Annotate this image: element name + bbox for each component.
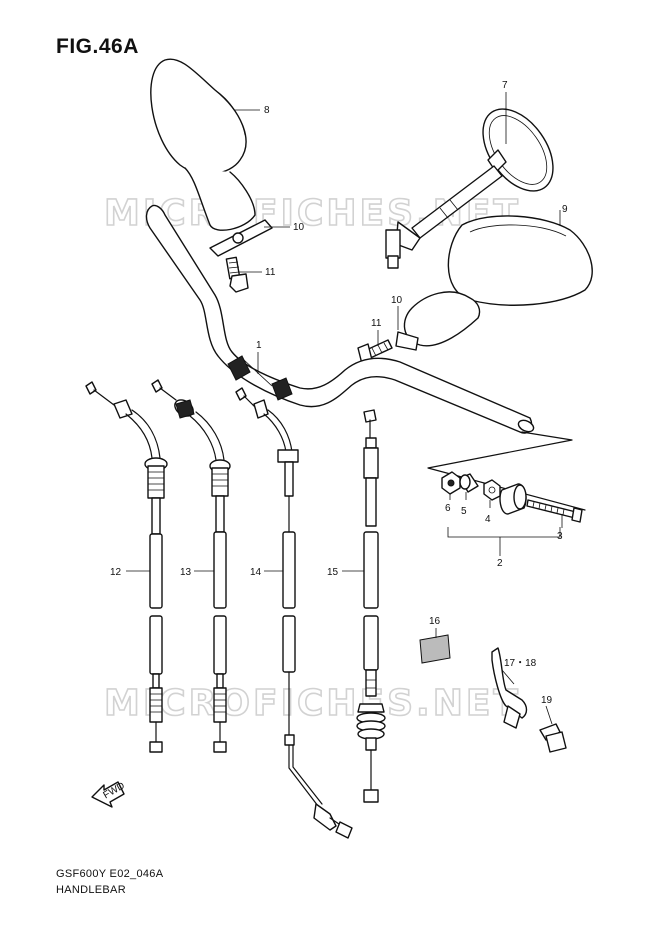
callout-14: 14 xyxy=(250,567,262,578)
part-17-18-clamp[interactable] xyxy=(491,647,528,729)
callout-9: 9 xyxy=(562,204,568,215)
callout-5: 5 xyxy=(461,506,467,517)
callout-11-left: 11 xyxy=(265,267,276,278)
part-19-bolt[interactable] xyxy=(539,723,567,753)
part-4-nut[interactable] xyxy=(483,479,501,501)
callout-12: 12 xyxy=(110,567,122,578)
callout-3: 3 xyxy=(557,531,563,542)
callout-16: 16 xyxy=(429,616,441,627)
part-11-left-bolt[interactable] xyxy=(225,256,249,293)
callout-8: 8 xyxy=(264,105,270,116)
figure-title: FIG.46A xyxy=(56,35,139,58)
part-7-right-mirror[interactable] xyxy=(385,96,567,269)
callout-10-right: 10 xyxy=(391,295,403,306)
part-5-spacer[interactable] xyxy=(459,473,479,493)
callout-17-18: 17・18 xyxy=(504,658,537,669)
callout-6: 6 xyxy=(445,503,451,514)
callout-1: 1 xyxy=(256,340,262,351)
part-14-cable[interactable] xyxy=(235,387,353,839)
part-6-nut[interactable] xyxy=(441,471,461,495)
watermark-bottom: MICROFICHES.NET xyxy=(104,683,521,724)
part-13-cable[interactable] xyxy=(151,379,231,753)
part-10-left-clamp[interactable] xyxy=(209,219,273,257)
callout-10-left: 10 xyxy=(293,222,305,233)
section-name: HANDLEBAR xyxy=(56,884,126,896)
callout-13: 13 xyxy=(180,567,192,578)
part-2-weight[interactable] xyxy=(499,483,527,515)
callout-19: 19 xyxy=(541,695,553,706)
callout-11-right: 11 xyxy=(371,318,382,329)
part-8-left-mirror[interactable] xyxy=(150,58,256,231)
model-code: GSF600Y E02_046A xyxy=(56,868,164,880)
callout-7: 7 xyxy=(502,80,508,91)
part-12-cable[interactable] xyxy=(85,381,168,753)
callout-2: 2 xyxy=(497,558,503,569)
leader-lines xyxy=(126,92,563,725)
part-2-bracket xyxy=(447,527,561,538)
part-9-right-mirror[interactable] xyxy=(395,215,593,351)
part-3-screw[interactable] xyxy=(526,499,583,523)
part-1-handlebar[interactable] xyxy=(145,204,535,434)
callout-4: 4 xyxy=(485,514,491,525)
callout-15: 15 xyxy=(327,567,339,578)
part-16-label[interactable] xyxy=(419,634,451,664)
part-15-cable[interactable] xyxy=(356,409,386,803)
callout-labels: 8 7 9 10 11 10 11 1 6 5 4 3 2 12 13 14 1… xyxy=(110,80,568,706)
fwd-arrow: FWD xyxy=(91,780,127,808)
